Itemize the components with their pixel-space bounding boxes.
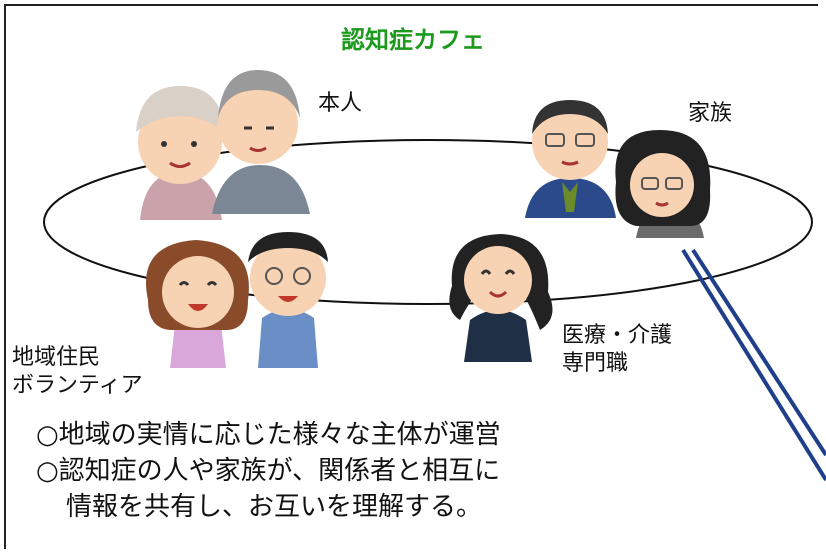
label-professional-line2: 専門職: [562, 350, 629, 376]
family-woman-figure: [615, 130, 711, 238]
label-residents-line1: 地域住民: [12, 345, 101, 370]
bullet-item: ○地域の実情に応じた様々な主体が運営: [36, 420, 501, 450]
label-person: 本人: [318, 91, 363, 116]
label-professional-line1: 医療・介護: [562, 323, 673, 348]
callout-line: [691, 248, 826, 457]
elderly-man-figure: [212, 70, 310, 214]
resident-woman-figure: [146, 240, 249, 368]
diagram-title: 認知症カフェ: [341, 26, 485, 54]
bullet-list: ○地域の実情に応じた様々な主体が運営 ○認知症の人や家族が、関係者と相互に 情報…: [36, 418, 501, 526]
label-residents: 地域住民 ボランティア: [12, 344, 143, 399]
connection-circle: [43, 139, 813, 305]
bullet-item: 情報を共有し、お互いを理解する。: [66, 491, 483, 522]
family-man-figure: [525, 100, 616, 218]
bullet-item: ○認知症の人や家族が、関係者と相互に: [36, 455, 501, 486]
elderly-woman-figure: [136, 86, 224, 220]
professional-figure: [449, 234, 553, 362]
label-professional: 医療・介護 専門職: [562, 322, 672, 377]
resident-man-figure: [248, 232, 328, 368]
label-family: 家族: [688, 101, 733, 126]
diagram-frame: [4, 4, 818, 549]
label-residents-line2: ボランティア: [12, 372, 143, 398]
callout-line: [681, 248, 826, 482]
